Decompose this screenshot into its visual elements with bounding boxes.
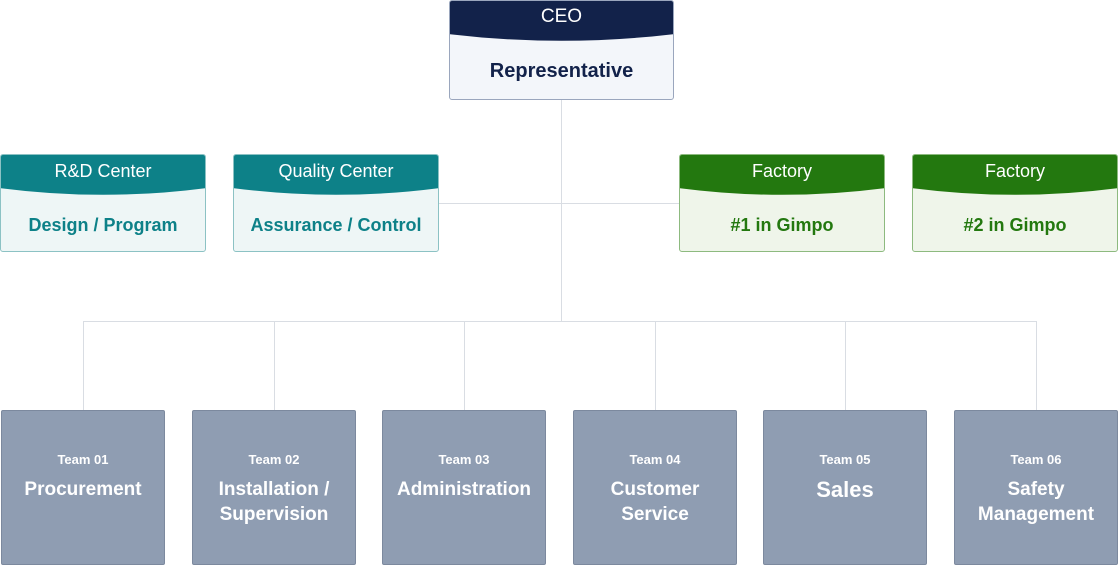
division-subtitle: #2 in Gimpo bbox=[963, 214, 1067, 235]
team-drop-line bbox=[83, 321, 84, 410]
team-name: Administration bbox=[396, 479, 532, 500]
division-title: Factory bbox=[680, 155, 884, 187]
team-name: Safety Management bbox=[977, 479, 1095, 525]
division-card-factory-2: Factory #2 in Gimpo bbox=[912, 154, 1118, 252]
team-number: Team 01 bbox=[57, 452, 109, 467]
team-name: Customer Service bbox=[610, 479, 700, 525]
division-connector-right bbox=[561, 203, 680, 204]
division-subtitle: Assurance / Control bbox=[250, 214, 422, 235]
team-card-installation-supervision: Team 02 Installation / Supervision bbox=[192, 410, 356, 565]
card-header-curve bbox=[234, 186, 438, 195]
team-card-procurement: Team 01 Procurement bbox=[1, 410, 165, 565]
card-header-curve bbox=[450, 32, 673, 41]
team-drop-line bbox=[655, 321, 656, 410]
ceo-card: CEO Representative bbox=[449, 0, 674, 100]
team-name: Sales bbox=[816, 477, 874, 502]
team-number: Team 05 bbox=[819, 452, 871, 467]
division-title: Quality Center bbox=[234, 155, 438, 187]
team-card-sales: Team 05 Sales bbox=[763, 410, 927, 565]
team-drop-line bbox=[1036, 321, 1037, 410]
team-drop-line bbox=[274, 321, 275, 410]
team-card-customer-service: Team 04 Customer Service bbox=[573, 410, 737, 565]
team-number: Team 02 bbox=[248, 452, 300, 467]
team-bus-line bbox=[83, 321, 1037, 322]
ceo-subtitle: Representative bbox=[489, 59, 634, 82]
ceo-title: CEO bbox=[450, 1, 673, 33]
team-drop-line bbox=[464, 321, 465, 410]
division-connector-left bbox=[438, 203, 561, 204]
division-card-factory-1: Factory #1 in Gimpo bbox=[679, 154, 885, 252]
team-name: Procurement bbox=[24, 479, 142, 500]
team-number: Team 03 bbox=[438, 452, 490, 467]
card-header-curve bbox=[680, 186, 884, 195]
division-subtitle: Design / Program bbox=[28, 214, 178, 235]
team-number: Team 04 bbox=[629, 452, 681, 467]
team-card-safety-management: Team 06 Safety Management bbox=[954, 410, 1118, 565]
team-number: Team 06 bbox=[1010, 452, 1062, 467]
card-header-curve bbox=[913, 186, 1117, 195]
team-name: Installation / Supervision bbox=[218, 479, 330, 525]
division-card-rnd-center: R&D Center Design / Program bbox=[0, 154, 206, 252]
team-card-administration: Team 03 Administration bbox=[382, 410, 546, 565]
division-card-quality-center: Quality Center Assurance / Control bbox=[233, 154, 439, 252]
division-subtitle: #1 in Gimpo bbox=[730, 214, 834, 235]
division-title: Factory bbox=[913, 155, 1117, 187]
ceo-trunk-line bbox=[561, 100, 562, 321]
team-drop-line bbox=[845, 321, 846, 410]
card-header-curve bbox=[1, 186, 205, 195]
division-title: R&D Center bbox=[1, 155, 205, 187]
